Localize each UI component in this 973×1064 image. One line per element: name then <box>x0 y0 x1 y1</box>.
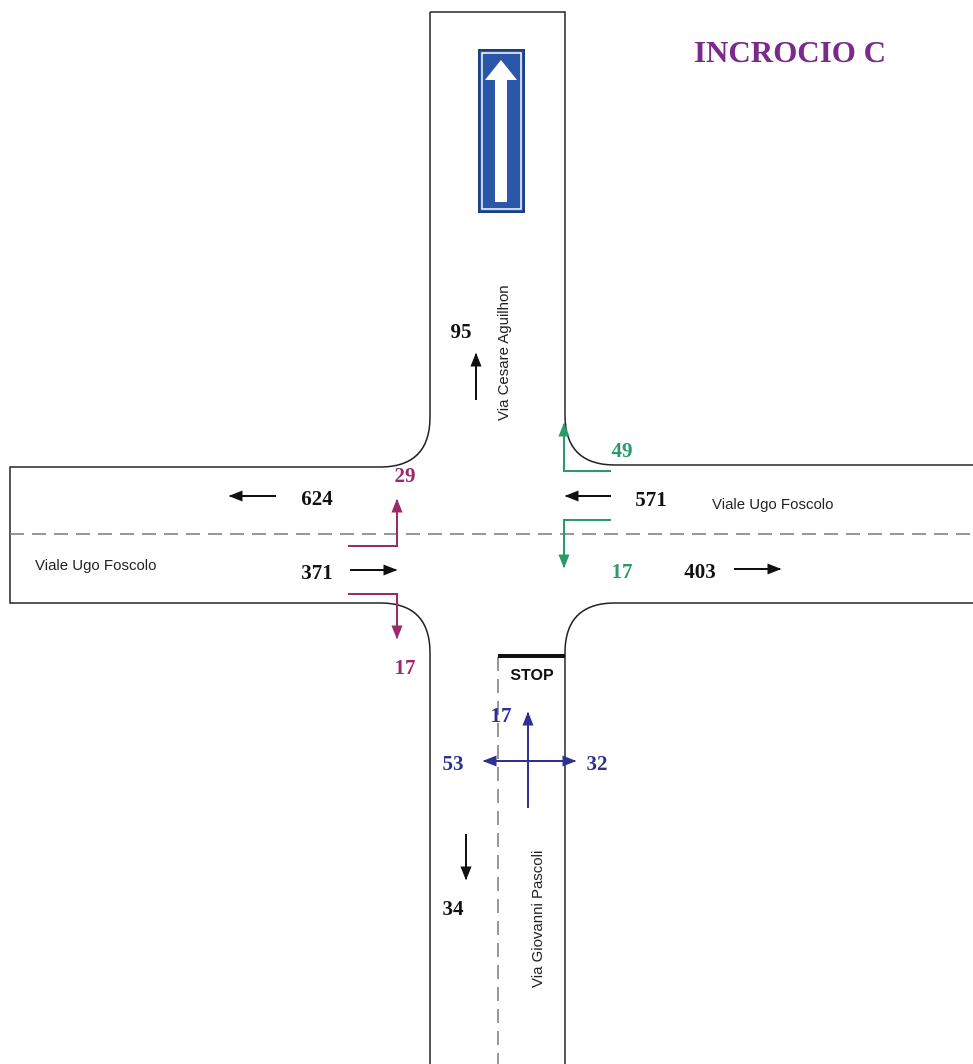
south-through-count: 17 <box>491 703 512 727</box>
north-exit-count: 95 <box>451 319 472 343</box>
west-left-turn-arrow <box>348 498 403 547</box>
stop-label: STOP <box>510 667 554 684</box>
one-way-arrow-up-icon <box>485 60 517 202</box>
west-right-turn-arrow <box>348 593 403 640</box>
west-through-count: 371 <box>301 560 333 584</box>
west-exit-count: 624 <box>301 486 333 510</box>
east-through-count: 571 <box>635 487 667 511</box>
south-left-count: 53 <box>443 751 464 775</box>
diagram-title: INCROCIO C <box>694 34 886 69</box>
south-right-count: 32 <box>587 751 608 775</box>
street-label-north: Via Cesare Aguilhon <box>495 285 512 421</box>
east-right-turn-arrow <box>558 422 611 472</box>
east-exit-count: 403 <box>684 559 716 583</box>
road-outline <box>9 11 973 1064</box>
street-label-west: Viale Ugo Foscolo <box>35 557 156 574</box>
south-exit-count: 34 <box>443 896 465 920</box>
street-label-south: Via Giovanni Pascoli <box>529 851 546 988</box>
east-right-count: 49 <box>612 438 633 462</box>
west-left-count: 29 <box>395 463 416 487</box>
street-label-east: Viale Ugo Foscolo <box>712 496 833 513</box>
east-left-count: 17 <box>612 559 633 583</box>
one-way-sign <box>478 49 525 213</box>
east-left-turn-arrow <box>558 519 611 569</box>
west-right-count: 17 <box>395 655 416 679</box>
